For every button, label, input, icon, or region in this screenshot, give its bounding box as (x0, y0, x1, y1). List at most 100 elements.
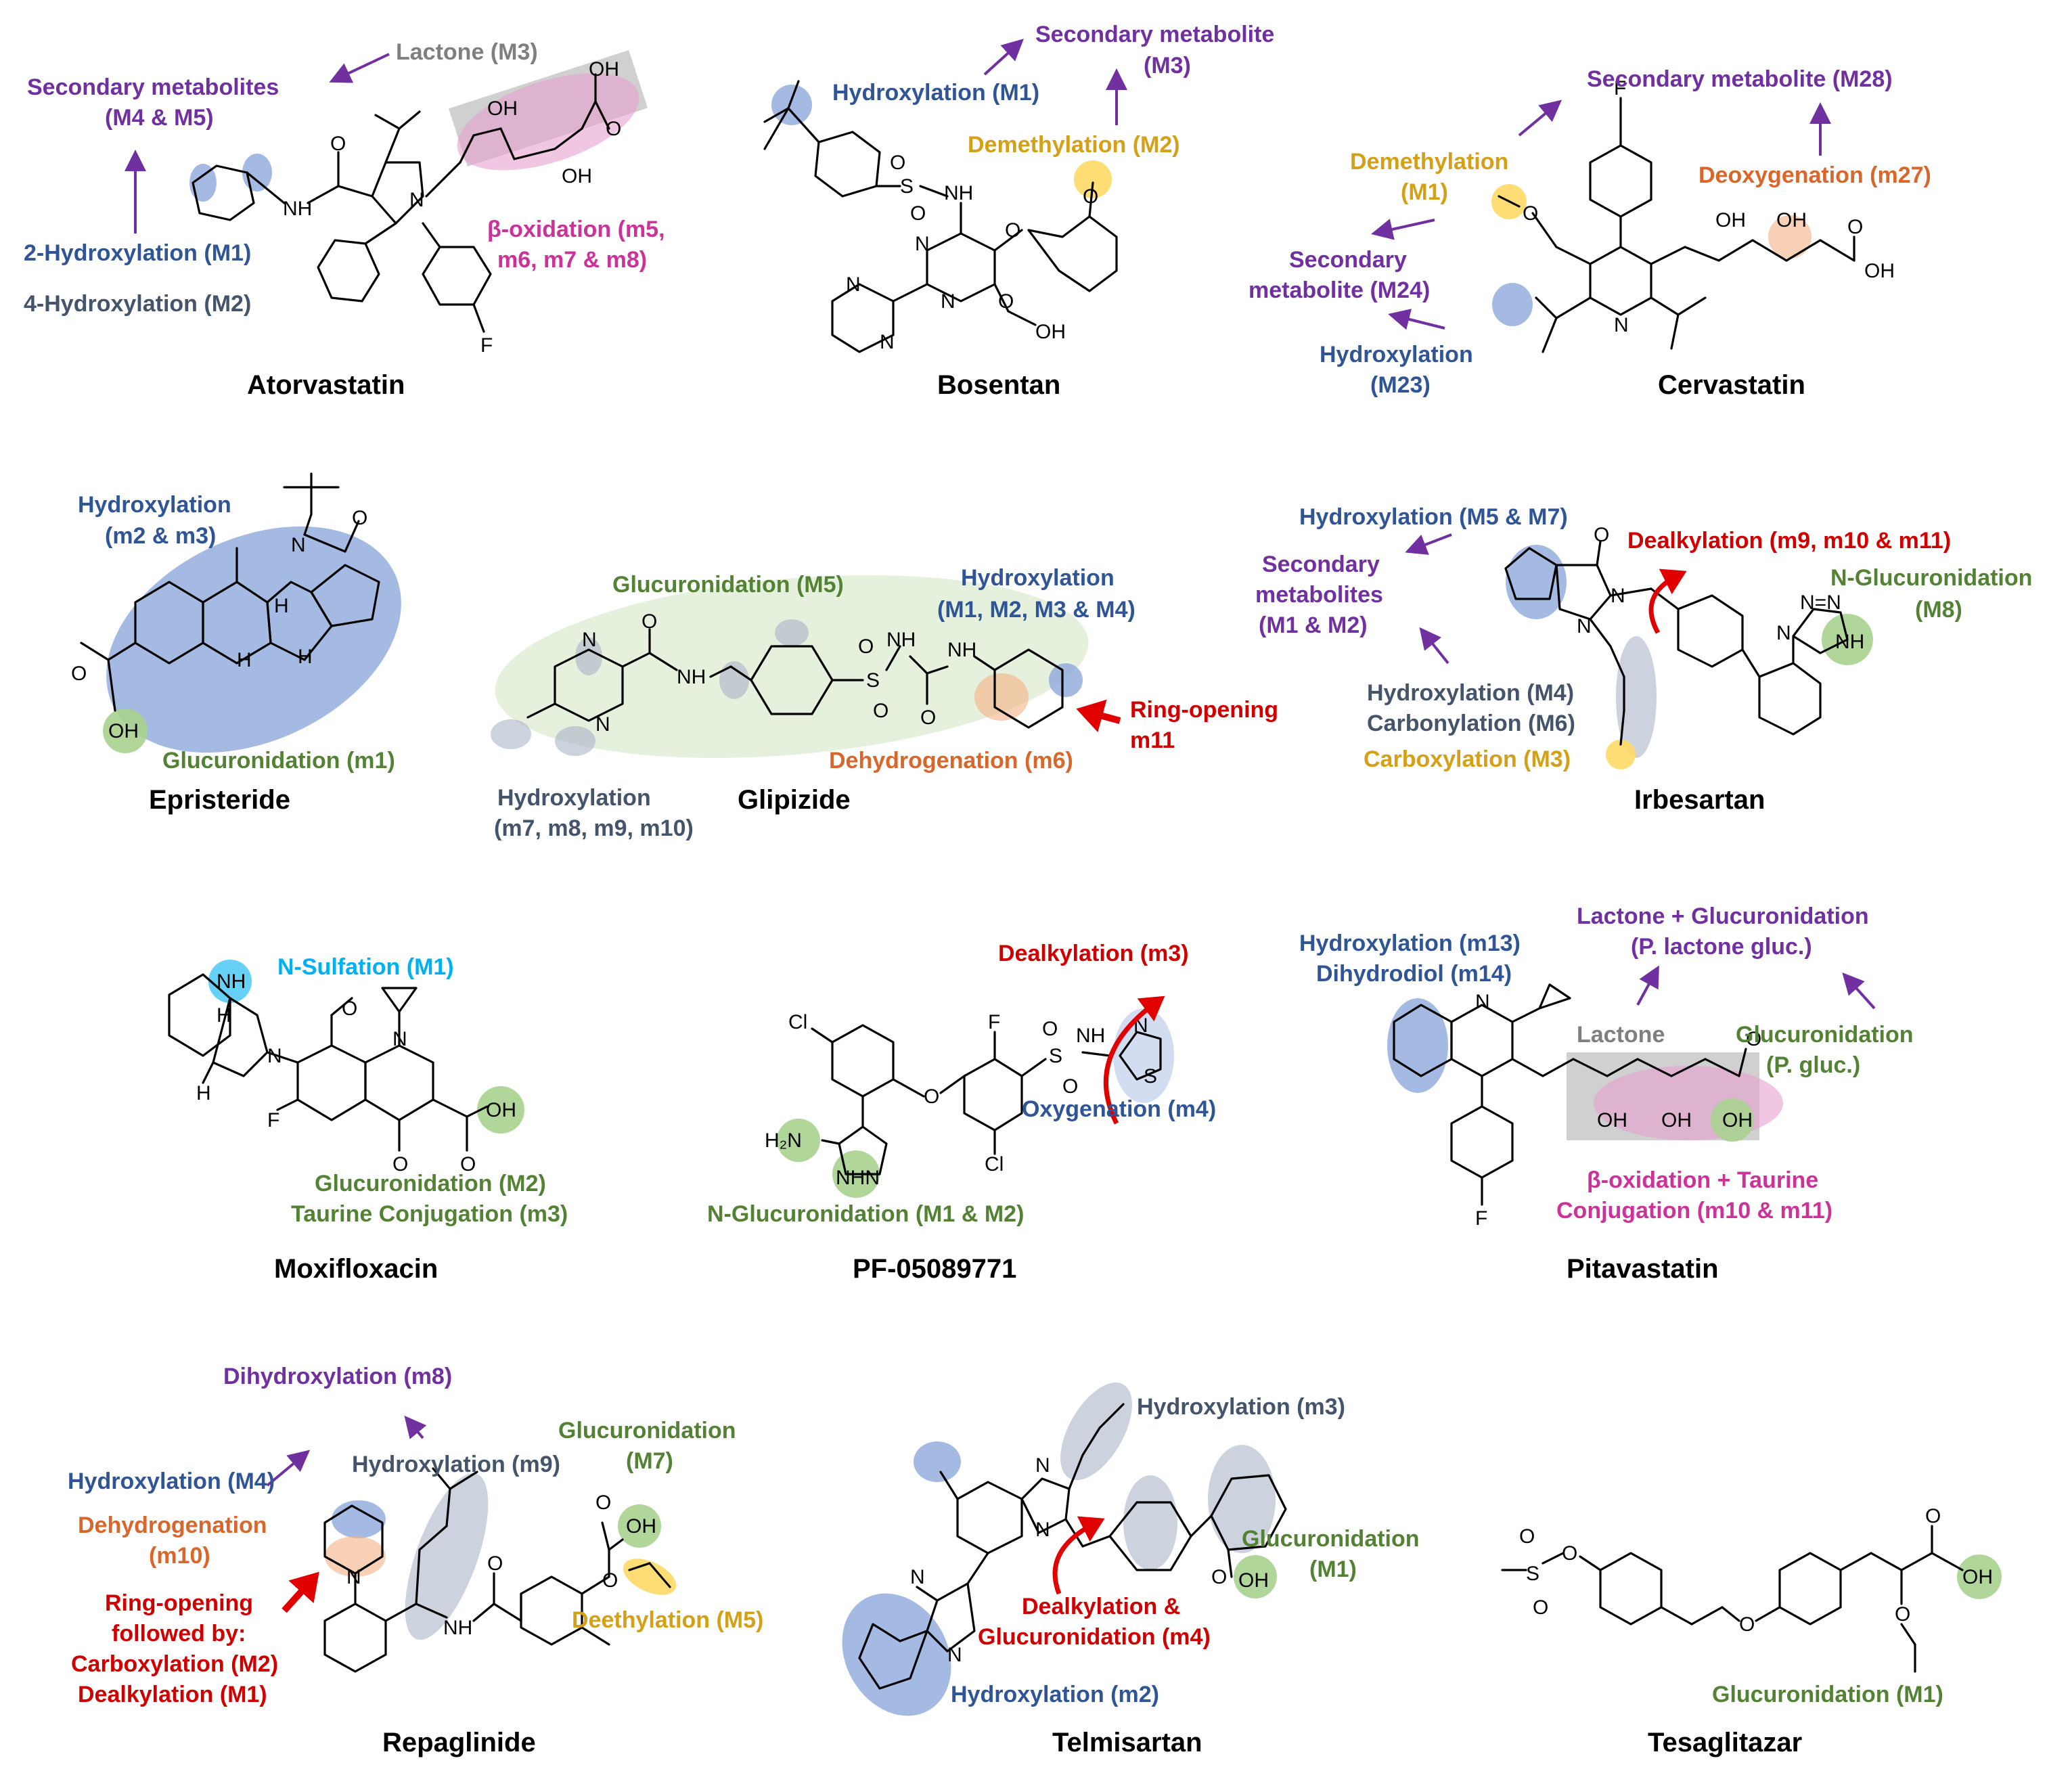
label-glucuronidation: Glucuronidation (M2) (315, 1171, 546, 1196)
label-ring-opening: Ring-opening (105, 1590, 253, 1616)
atom-o: O (1519, 1525, 1535, 1548)
oxygenation-highlight (1113, 1008, 1174, 1103)
label-glucuronidation: (P. gluc.) (1766, 1052, 1860, 1078)
demethylation-highlight (1074, 160, 1112, 198)
atom-o: O (1739, 1613, 1755, 1636)
label-deethylation: Deethylation (M5) (572, 1607, 763, 1633)
label-secondary: (M1 & M2) (1259, 612, 1368, 638)
atom-n: N (910, 1566, 925, 1588)
label-n-glucuronidation: N-Glucuronidation (M1 & M2) (707, 1201, 1024, 1227)
arrow (1388, 309, 1445, 330)
hydroxylation-highlight (189, 164, 217, 202)
drug-name: Epristeride (149, 785, 290, 815)
label-lactone-gluc: Lactone + Glucuronidation (1577, 903, 1869, 929)
label-n-glucuronidation: (M8) (1915, 597, 1962, 623)
label-beta-oxidation: Conjugation (m10 & m11) (1556, 1198, 1832, 1224)
label-lactone: Lactone (M3) (396, 39, 538, 65)
atom-o: O (342, 998, 357, 1020)
label-hydroxylation: (M1, M2, M3 & M4) (937, 597, 1135, 623)
label-hydroxylation: Hydroxylation (1320, 342, 1473, 367)
label-dealkylation: Glucuronidation (m4) (978, 1624, 1211, 1650)
atom-o: O (858, 635, 874, 658)
glucuronidation-highlight (1234, 1555, 1277, 1598)
label-secondary: Secondary metabolites (27, 74, 279, 100)
atom-s: S (900, 175, 914, 198)
atom-oh: OH (486, 1099, 516, 1121)
label-demethylation: Demethylation (1350, 149, 1508, 175)
tesaglitazar-structure (1501, 1525, 1964, 1673)
label-carboxylation: Carboxylation (M3) (1364, 746, 1571, 772)
arrow (266, 1450, 311, 1487)
label-dealkylation: Dealkylation (M1) (78, 1682, 267, 1707)
telmisartan-panel: N N N N O OH Hydroxylation (m3) Glucuron… (842, 1382, 1420, 1757)
atom-h: H (298, 646, 313, 668)
label-n-sulfation: N-Sulfation (M1) (277, 954, 454, 980)
atom-o: O (487, 1552, 503, 1575)
drug-name: Pitavastatin (1567, 1254, 1719, 1284)
drug-name: Atorvastatin (247, 370, 405, 400)
atom-oh: OH (108, 720, 139, 742)
dehydrogenation-highlight (325, 1536, 386, 1577)
label-glucuronidation: Glucuronidation (558, 1418, 736, 1443)
atom-h: H (237, 649, 252, 671)
atom-nh: NH (947, 639, 976, 661)
atom-h: H (217, 1004, 231, 1027)
drug-name: Repaglinide (382, 1728, 536, 1757)
drug-name: Moxifloxacin (274, 1254, 438, 1284)
glucuronidation-highlight (103, 709, 148, 753)
atom-o: O (1594, 524, 1609, 546)
drug-name: Irbesartan (1634, 785, 1765, 815)
hydroxylation-highlight (914, 1441, 961, 1482)
label-demethylation: (M1) (1401, 179, 1448, 205)
atom-f: F (1475, 1207, 1487, 1230)
atom-n: N (941, 290, 955, 313)
atom-o: O (910, 202, 926, 225)
atom-o: O (890, 152, 905, 174)
atom-o: O (1895, 1603, 1910, 1626)
hydroxylation-highlight (1387, 998, 1448, 1093)
hydroxylation-highlight (1492, 283, 1533, 326)
dehydrogenation-highlight (974, 673, 1029, 721)
arrow (1103, 995, 1165, 1125)
drug-name: Tesaglitazar (1648, 1728, 1802, 1757)
moxifloxacin-panel: NH H H N O N F O O OH N-Sulfation (M1) G… (168, 954, 568, 1284)
irbesartan-structure (1504, 540, 1849, 746)
atom-n: N (409, 189, 424, 211)
repaglinide-panel: O OH O N NH O Dihydroxylation (m8) Hydro… (68, 1364, 763, 1757)
label-dehydrogenation: Dehydrogenation (78, 1513, 267, 1538)
hydroxylation-highlight (775, 619, 809, 646)
label-oxygenation: Oxygenation (m4) (1022, 1096, 1216, 1122)
label-ring-opening: followed by: (112, 1621, 246, 1647)
label-secondary: (M4 & M5) (105, 105, 214, 131)
atom-nh: NH (677, 666, 706, 688)
atorvastatin-structure (192, 73, 610, 333)
atom-o: O (1746, 1028, 1761, 1050)
atom-o: O (460, 1153, 476, 1175)
label-hydroxylation: 4-Hydroxylation (M2) (24, 291, 251, 317)
hydroxylation-highlight (719, 661, 749, 699)
label-ring-opening: m11 (1130, 727, 1175, 753)
pf05089771-structure (811, 1024, 1162, 1175)
carboxylation-highlight (1606, 740, 1636, 769)
label-secondary: Secondary metabolite (1035, 22, 1274, 47)
atom-n: N (1614, 314, 1629, 336)
label-deoxygenation: Deoxygenation (m27) (1698, 162, 1931, 188)
label-taurine: Taurine Conjugation (m3) (291, 1201, 568, 1227)
atom-o: O (1925, 1505, 1941, 1527)
atom-n: N (346, 1566, 361, 1588)
drug-name: Telmisartan (1052, 1728, 1202, 1757)
label-hydroxylation: Hydroxylation (497, 785, 651, 811)
glucuronidation-highlight (1711, 1098, 1754, 1142)
label-hydroxylation: Hydroxylation (M4) (68, 1469, 275, 1494)
label-glucuronidation: Glucuronidation (1242, 1526, 1420, 1552)
hydroxylation-highlight (771, 85, 812, 125)
atom-h2n: H₂N (765, 1129, 802, 1152)
atom-n: N (1035, 1519, 1050, 1541)
label-secondary: Secondary (1289, 247, 1407, 273)
hydroxylation-highlight (1049, 663, 1083, 697)
arrow (1371, 219, 1435, 240)
hydroxylation-highlight (405, 1473, 489, 1640)
label-lactone: Lactone (1577, 1022, 1665, 1048)
arrow (1405, 533, 1452, 555)
